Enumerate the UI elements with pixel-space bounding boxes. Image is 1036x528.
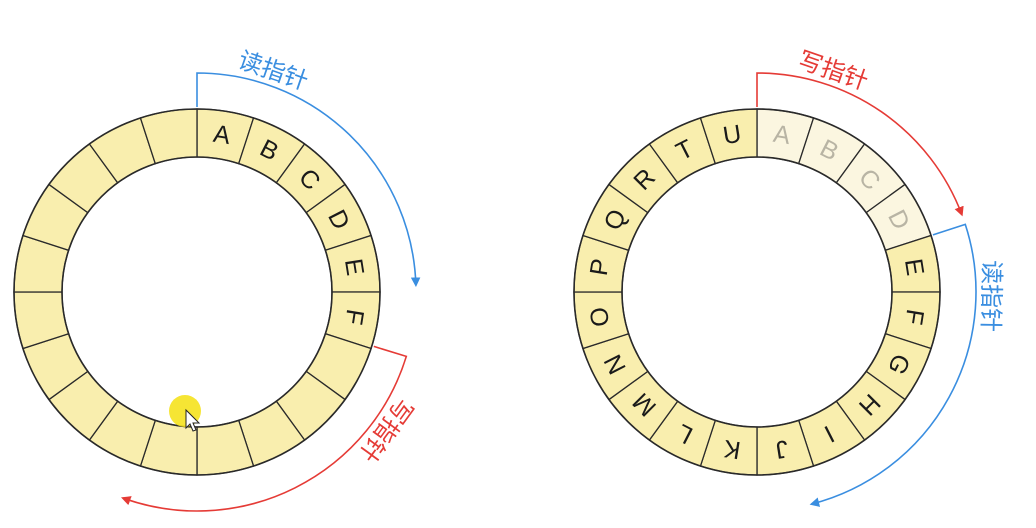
slot-value: E [339, 257, 369, 278]
write-pointer-label: 写指针 [795, 46, 872, 96]
ring-inner-border [61, 156, 333, 428]
read-pointer-label: 读指针 [976, 260, 1005, 332]
slot-value: A [771, 120, 792, 150]
slot-value: O [585, 305, 616, 329]
slot-value: F [339, 307, 369, 326]
slot-value: A [211, 120, 232, 150]
cursor-arrow-icon [185, 408, 201, 432]
read-pointer-arrow [809, 223, 977, 507]
slot-value: K [721, 434, 742, 464]
write-pointer-arrow [121, 345, 408, 512]
read-pointer-label: 读指针 [235, 46, 312, 96]
slot-value: E [899, 257, 929, 278]
read-pointer: 读指针 [809, 223, 1006, 507]
slot-value: J [774, 434, 791, 464]
slot-value: P [585, 257, 615, 278]
read-pointer-arrow [196, 72, 421, 288]
ring-inner-border [621, 156, 893, 428]
write-pointer-arrow [756, 72, 964, 217]
ring-outer-border [13, 108, 381, 476]
mouse-cursor [169, 395, 201, 432]
ring-outer-border [573, 108, 941, 476]
slot-value: F [899, 307, 929, 326]
slot-value: U [721, 120, 743, 150]
